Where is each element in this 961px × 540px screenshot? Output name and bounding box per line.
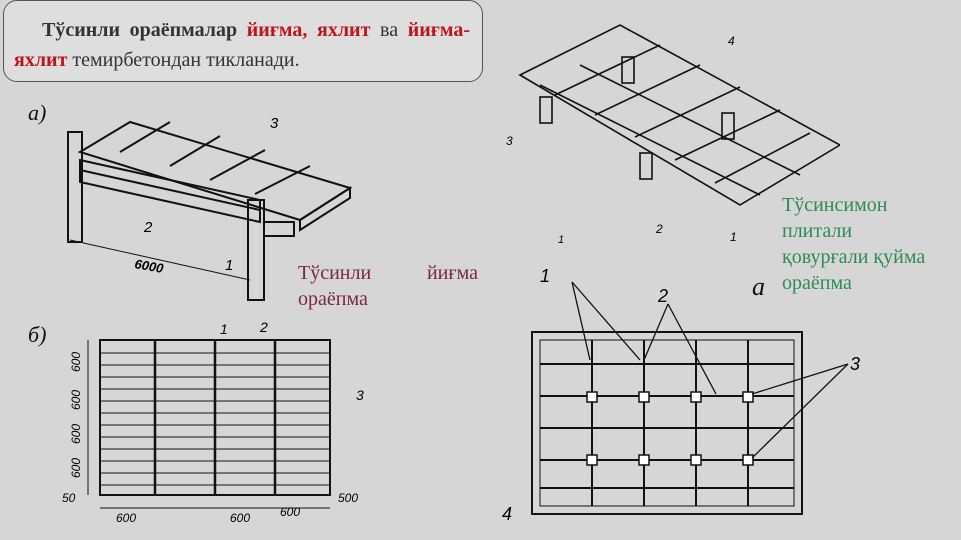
plan-dim-bottom-1: 600 [116,511,136,525]
callout-1-ribbed: 1 [540,266,550,286]
heading-mid: ва [380,19,399,41]
ribbed-plan-drawing: 1 2 3 4 [502,266,860,524]
plan-dim-bottom-2: 600 [230,511,250,525]
callout-3-a: 3 [270,115,279,132]
precast-beam-drawing: 6000 3 2 1 [67,115,353,301]
label-ribbed-line-2: плитали [782,220,853,242]
callout-4-ribbed: 4 [502,504,512,524]
dim-6000: 6000 [133,256,165,276]
callout-1-plan: 1 [220,321,228,337]
callout-2-ribbed: 2 [657,286,668,306]
callout-1-a: 1 [225,257,233,274]
label-ribbed-line-4: ораёпма [782,272,852,294]
callout-3-plan: 3 [356,387,364,403]
heading-red-2: йиғма-яхлит [14,19,470,71]
figure-b-letter: б) [28,322,47,347]
callout-4-iso: 4 [728,34,735,48]
plan-dim-bottom-3: 600 [280,505,300,519]
plan-dim-left-2: 600 [69,390,83,410]
ribbed-slab-iso-drawing: 3 4 2 1 1 [506,24,840,245]
heading-callout: Тўсинли ораёпмалар йиғма, яхлит ва йиғма… [3,0,483,82]
plan-dim-bottom-4: 500 [338,491,358,505]
plan-dim-left-5: 50 [62,491,76,505]
figure-a-letter: а) [28,100,47,125]
callout-1-iso: 1 [730,230,737,244]
heading-lead: Тўсинли ораёпмалар [42,19,238,41]
callout-3-iso: 3 [506,134,513,148]
label-ribbed-line-1: Тўсинсимон [782,194,888,216]
precast-plan-drawing: 600 600 600 600 50 600 600 600 500 1 2 3 [62,320,364,525]
callout-2-a: 2 [143,219,153,236]
heading-tail: темирбетондан тикланади. [72,49,300,71]
iso-caption: 1 [558,234,564,245]
callout-2-plan: 2 [259,320,268,335]
plan-dim-left-1: 600 [69,352,83,372]
callout-3-ribbed: 3 [850,354,860,374]
plan-dim-left-3: 600 [69,424,83,444]
iso-letter: а [752,272,765,301]
label-precast: Тўсинли йиғма ораёпма [298,262,478,310]
callout-2-iso: 2 [655,222,663,236]
heading-red-1: йиғма, яхлит [246,19,371,41]
plan-dim-left-4: 600 [69,458,83,478]
label-ribbed: Тўсинсимон плитали қовурғали қуйма ораёп… [782,192,960,296]
label-ribbed-line-3: қовурғали қуйма [782,246,926,268]
